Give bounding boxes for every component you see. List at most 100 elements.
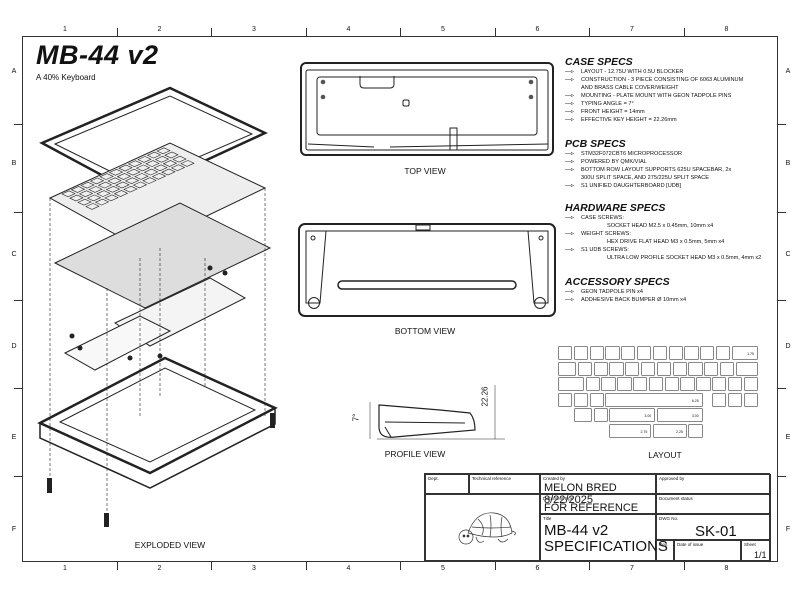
arrow-icon: —▹ (565, 101, 575, 107)
column-label: 7 (630, 565, 634, 572)
specifications-panel: CASE SPECS—▹LAYOUT - 12.75U WITH 0.5U BL… (565, 57, 775, 320)
plate-switch-cutout (94, 198, 110, 206)
spec-item: —▹S1 UDB SCREWS:ULTRA LOW PROFILE SOCKET… (565, 246, 775, 262)
profile-height-dimension: 22.26 (480, 386, 490, 407)
arrow-icon: —▹ (565, 93, 575, 99)
layout-key: 3.00 (609, 408, 656, 422)
row-label: C (11, 251, 17, 258)
grid-tick (778, 476, 786, 477)
plate-switch-cutout (85, 203, 100, 210)
spec-item-text: GEON TADPOLE PIN x4 (581, 289, 643, 295)
layout-key (609, 361, 624, 376)
spec-item-text: ADDHESIVE BACK BUMPER Ø 10mm x4 (581, 297, 687, 303)
arrow-icon: —▹ (565, 167, 575, 173)
top-view-caption: TOP VIEW (404, 166, 446, 176)
sheet-label: Sheet (744, 542, 756, 547)
techref-cell: Technical reference (469, 474, 540, 494)
layout-caption: LAYOUT (648, 450, 682, 460)
layout-key (700, 346, 715, 360)
plate-switch-cutout (124, 177, 140, 185)
page-subtitle: A 40% Keyboard (36, 73, 96, 82)
key-size-label: 2.25 (676, 429, 683, 434)
column-label: 4 (346, 26, 351, 33)
dwg-no-cell: DWG No. SK-01 (656, 514, 771, 540)
plate-switch-cutout (123, 185, 138, 193)
techref-label: Technical reference (472, 476, 512, 481)
spec-item-text: CONSTRUCTION - 3 PIECE CONSISTING OF 606… (581, 77, 744, 83)
profile-view-drawing (369, 385, 505, 440)
spec-heading: PCB SPECS (565, 138, 626, 150)
date-of-issue-label: Date of issue (677, 542, 704, 547)
layout-key (633, 377, 648, 391)
grid-tick (14, 388, 22, 389)
plate-switch-cutout (162, 160, 178, 167)
spec-item-text: TYPING ANGLE = 7° (581, 101, 634, 107)
column-label: 5 (441, 565, 445, 572)
layout-key: 2.25 (652, 423, 687, 438)
column-label: 3 (252, 26, 256, 33)
layout-key (625, 361, 640, 376)
spec-item: —▹S1 UNIFIED DAUGHTERBOARD [UDB] (565, 182, 775, 190)
layout-key (712, 392, 727, 407)
dwg-no-label: DWG No. (659, 516, 679, 521)
layout-key (589, 346, 604, 360)
arrow-icon: —▹ (565, 183, 575, 189)
plate-switch-cutout (61, 190, 76, 198)
arrow-icon: —▹ (565, 247, 575, 253)
spec-item-detail: ULTRA LOW PROFILE SOCKET HEAD M3 x 0.5mm… (607, 255, 762, 261)
layout-key (640, 361, 656, 376)
spec-heading: HARDWARE SPECS (565, 202, 666, 214)
row-label: B (785, 159, 791, 167)
grid-tick (778, 388, 786, 389)
grid-tick (400, 28, 401, 36)
plate-switch-cutout (99, 173, 114, 180)
spec-section: ACCESSORY SPECS—▹GEON TADPOLE PIN x4—▹ AD… (565, 276, 775, 304)
column-label: 1 (63, 26, 67, 33)
spec-item-text: FRONT HEIGHT = 14mm (581, 109, 645, 115)
approved-by-cell: Approved by (656, 474, 771, 494)
plate-switch-cutout (88, 186, 103, 193)
plate-switch-cutout (161, 168, 176, 176)
grid-tick (589, 28, 590, 36)
arrow-icon: —▹ (565, 77, 575, 83)
dwg-no-value: SK-01 (695, 523, 737, 540)
layout-key (652, 346, 668, 360)
grid-tick (683, 28, 685, 36)
grid-tick (14, 476, 22, 477)
spec-item-continued: AND BRASS CABLE COVER/WEIGHT (581, 85, 679, 91)
grid-tick (494, 28, 496, 36)
profile-view-caption: PROFILE VIEW (384, 449, 446, 459)
approved-by-label: Approved by (659, 476, 685, 481)
plate-switch-cutout (104, 194, 119, 202)
plate-switch-cutout (86, 194, 102, 202)
layout-key (735, 361, 758, 376)
key-size-label: 3.00 (644, 414, 652, 418)
spec-section: PCB SPECS—▹STM32F072CBT6 MICROPROCESSOR—… (565, 138, 775, 190)
spec-item: —▹EFFECTIVE KEY HEIGHT = 22.26mm (565, 116, 775, 124)
bottom-view-caption: BOTTOM VIEW (394, 326, 456, 336)
plate-switch-cutout (115, 181, 130, 189)
layout-key (573, 392, 589, 407)
rev-cell: Rev. (656, 540, 674, 562)
arrow-icon: —▹ (565, 297, 575, 303)
doc-type-label: Document type (543, 496, 574, 501)
key-size-label: 1.75 (747, 352, 754, 356)
column-label: 2 (157, 565, 162, 572)
turtle-logo (458, 512, 516, 545)
row-label: F (11, 525, 17, 533)
plate-switch-cutout (146, 151, 162, 159)
spec-item: —▹GEON TADPOLE PIN x4 (565, 288, 775, 296)
spec-item: —▹ CONSTRUCTION - 3 PIECE CONSISTING OF 6… (565, 76, 775, 92)
date-of-issue-cell: Date of issue (674, 540, 741, 562)
layout-key (558, 346, 573, 360)
spec-item: —▹LAYOUT - 12.75U WITH 0.5U BLOCKER (565, 68, 775, 76)
column-label: 5 (441, 26, 445, 33)
plate-switch-cutout (145, 160, 160, 167)
logo-cell (425, 494, 540, 562)
key-size-label: 3.00 (691, 414, 699, 418)
layout-key (573, 346, 589, 360)
spec-heading: ACCESSORY SPECS (565, 276, 670, 288)
grid-tick (14, 300, 22, 301)
spec-item-detail: SOCKET HEAD M2.5 x 0.45mm, 10mm x4 (607, 223, 714, 229)
